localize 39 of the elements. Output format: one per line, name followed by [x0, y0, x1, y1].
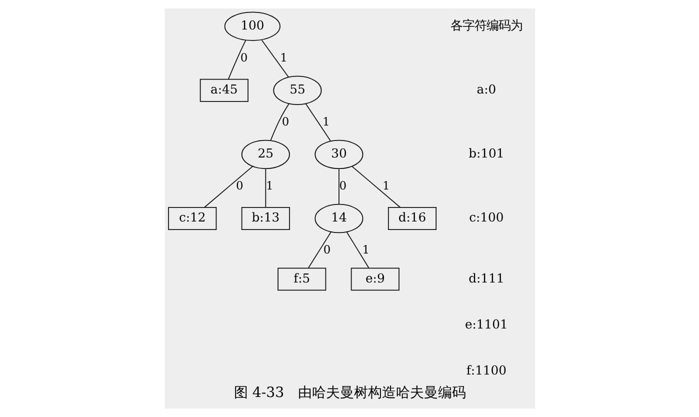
caption: 图 4-33 由哈夫曼树构造哈夫曼编码: [233, 384, 466, 401]
label: 各字符编码为: [450, 18, 522, 33]
node-box: e:9: [350, 268, 399, 291]
connector: [351, 166, 400, 208]
node-ellipse: 100: [224, 12, 280, 41]
node-box: d:16: [387, 207, 436, 230]
label: c:100: [468, 210, 504, 225]
node-ellipse: 55: [272, 76, 322, 105]
edge-label: 0: [322, 242, 330, 256]
node-ellipse: 30: [314, 140, 363, 170]
edge-label: 1: [362, 242, 370, 256]
label: f:1100: [466, 363, 506, 378]
edge-label: 0: [235, 178, 243, 192]
edge-label: 0: [240, 50, 248, 64]
node-box: b:13: [240, 207, 290, 230]
label: a:0: [476, 82, 496, 97]
edge-label: 1: [322, 114, 330, 128]
connector: [307, 232, 331, 268]
node-box: f:5: [277, 268, 326, 291]
edge-label: 0: [281, 114, 289, 128]
connector: [203, 166, 252, 208]
edge-label: 0: [338, 178, 346, 192]
label: e:1101: [464, 317, 508, 332]
connector: [304, 103, 331, 142]
edge-label: 1: [265, 178, 273, 192]
label: b:101: [468, 146, 504, 161]
connector: [270, 104, 289, 141]
connector: [264, 168, 266, 208]
label: d:111: [468, 271, 504, 286]
node-box: a:45: [199, 78, 248, 102]
connector: [260, 40, 288, 78]
connector: [346, 232, 369, 268]
edge-label: 1: [382, 178, 390, 192]
node-ellipse: 25: [240, 140, 290, 170]
connector: [338, 168, 339, 205]
edge-label: 1: [280, 50, 287, 64]
connector: [227, 40, 246, 80]
node-box: c:12: [168, 207, 216, 230]
node-ellipse: 14: [314, 204, 363, 234]
